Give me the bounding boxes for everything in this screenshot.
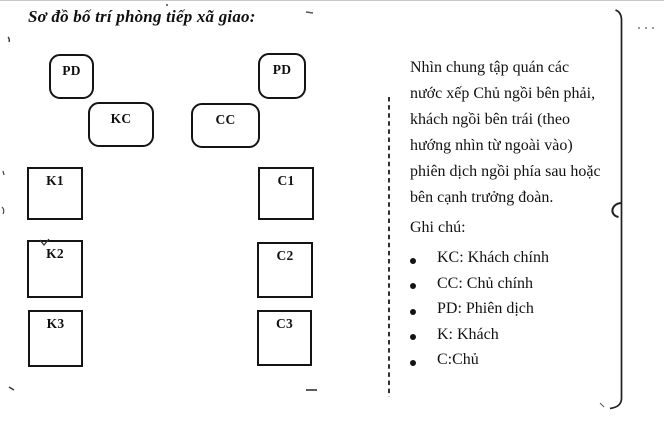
seat-cc: CC bbox=[191, 103, 260, 148]
scan-speck bbox=[652, 27, 654, 29]
note-line: Nhìn chung tập quán các bbox=[410, 59, 570, 76]
bullet-dot-icon bbox=[410, 283, 416, 290]
seat-label: CC bbox=[215, 112, 236, 127]
legend-list: KC: Khách chính CC: Chủ chính PD: Phiên … bbox=[410, 249, 650, 377]
seat-label: PD bbox=[272, 62, 292, 77]
seat-c1: C1 bbox=[258, 167, 314, 220]
seat-label: C1 bbox=[277, 173, 295, 188]
legend-item-label: KC: Khách chính bbox=[437, 249, 549, 266]
bullet-dot-icon bbox=[410, 308, 416, 315]
note-line: hướng nhìn từ ngoài vào) bbox=[410, 137, 573, 154]
seat-label: PD bbox=[62, 63, 81, 78]
seat-label: K1 bbox=[46, 173, 64, 188]
diagram-title: Sơ đồ bố trí phòng tiếp xã giao: bbox=[28, 7, 256, 26]
note-line: nước xếp Chủ ngồi bên phải, bbox=[410, 85, 596, 102]
scan-speck bbox=[2, 170, 5, 176]
scan-speck bbox=[645, 27, 647, 29]
legend-item: C:Chủ bbox=[410, 351, 650, 377]
legend-heading: Ghi chú: bbox=[410, 219, 466, 236]
seat-label: C2 bbox=[276, 248, 294, 263]
bullet-dot-icon bbox=[410, 359, 416, 366]
bullet-dot-icon bbox=[410, 257, 416, 264]
note-line: bên cạnh trưởng đoàn. bbox=[410, 189, 554, 206]
scan-speck bbox=[305, 11, 314, 14]
seat-k1: K1 bbox=[27, 167, 83, 220]
seat-label: K2 bbox=[46, 246, 64, 261]
legend-item: PD: Phiên dịch bbox=[410, 300, 650, 326]
note-line: khách ngồi bên trái (theo bbox=[410, 111, 570, 128]
seat-k3: K3 bbox=[28, 310, 83, 367]
note-line: phiên dịch ngồi phía sau hoặc bbox=[410, 163, 601, 180]
legend-item-label: CC: Chủ chính bbox=[437, 274, 534, 292]
bullet-dot-icon bbox=[410, 334, 416, 341]
scan-speck bbox=[638, 27, 640, 29]
legend-item-label: K: Khách bbox=[437, 325, 499, 343]
seat-kc: KC bbox=[88, 102, 154, 147]
note-paragraph: Nhìn chung tập quán các nước xếp Chủ ngồ… bbox=[410, 55, 662, 211]
legend-item-label: C:Chủ bbox=[437, 351, 479, 368]
seat-pd-right: PD bbox=[258, 53, 306, 99]
seat-pd-left: PD bbox=[49, 54, 94, 99]
legend-item: K: Khách bbox=[410, 326, 650, 352]
legend-item: KC: Khách chính bbox=[410, 249, 650, 275]
legend-item-label: PD: Phiên dịch bbox=[437, 300, 534, 317]
seat-c3: C3 bbox=[257, 310, 312, 366]
scan-speck bbox=[7, 36, 11, 43]
seat-label: C3 bbox=[275, 316, 294, 331]
scan-speck bbox=[1, 206, 5, 215]
seat-label: K3 bbox=[46, 316, 65, 331]
seat-c2: C2 bbox=[257, 242, 313, 298]
scan-speck bbox=[599, 402, 605, 408]
seat-label: KC bbox=[110, 111, 132, 126]
legend-item: CC: Chủ chính bbox=[410, 275, 650, 301]
scan-speck bbox=[165, 3, 169, 7]
scan-speck bbox=[8, 386, 15, 391]
seat-k2: K2 bbox=[27, 240, 83, 298]
